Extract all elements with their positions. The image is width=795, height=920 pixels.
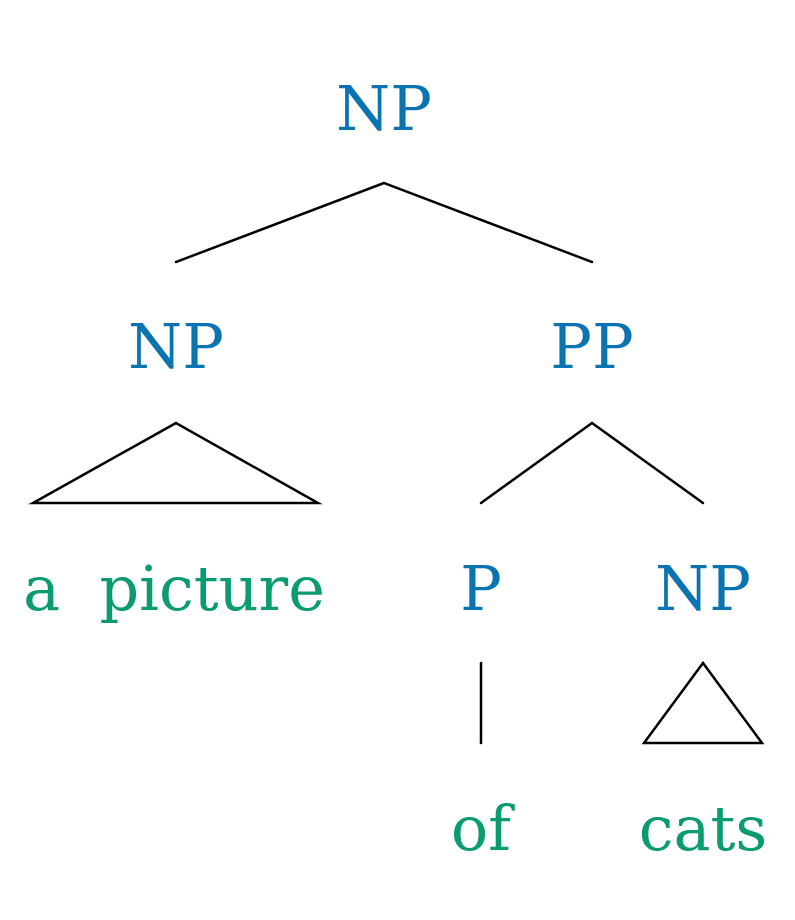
pp-label: PP — [550, 310, 633, 383]
object-np-terminal: cats — [639, 792, 767, 865]
edge-pp-to-p — [479, 421, 594, 505]
object-np-label: NP — [655, 552, 751, 625]
p-label: P — [460, 552, 502, 625]
edge-root-to-pp — [382, 181, 594, 264]
subject-np-label: NP — [128, 310, 224, 383]
p-terminal: of — [451, 792, 515, 865]
edge-root-to-subject-np — [174, 181, 386, 264]
object-np-triangle — [641, 660, 765, 745]
subject-np-triangle — [28, 421, 323, 505]
edge-pp-to-object-np — [590, 421, 705, 505]
root-np-label: NP — [336, 72, 432, 145]
subject-np-terminal: a picture — [23, 552, 325, 625]
